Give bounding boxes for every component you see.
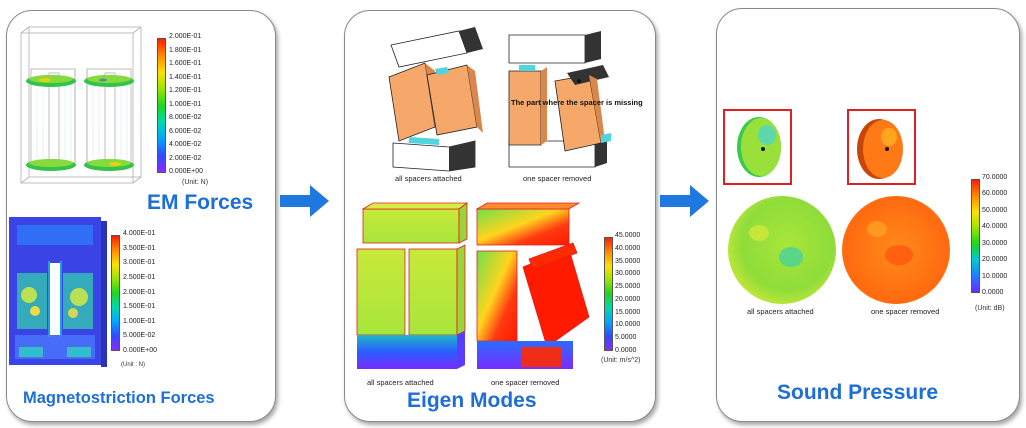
flow-arrow-1: [280, 185, 329, 217]
magnetostriction-color-bar: [111, 235, 120, 351]
scale-tick-label: 0.0000: [982, 288, 1004, 296]
sound-scale-ticks: 70.0000 60.0000 50.0000 40.0000 30.0000 20.00…: [982, 174, 1007, 296]
scale-tick-label: 45.0000: [615, 232, 641, 239]
sound-right-caption: one spacer removed: [871, 307, 940, 316]
em-force-color-bar: [157, 38, 166, 173]
scale-tick-label: 15.0000: [615, 308, 641, 316]
scale-tick-label: 25.0000: [615, 283, 641, 291]
sound-small-disc-all-spacers: [723, 109, 792, 185]
sound-color-bar: [971, 179, 980, 293]
scale-tick-label: 4.000E-02: [169, 141, 202, 148]
scale-tick-label: 20.0000: [615, 295, 641, 303]
scale-tick-label: 60.0000: [982, 190, 1008, 198]
magnetostriction-core-plot: [9, 217, 107, 367]
scale-tick-label: 3.000E-01: [123, 259, 156, 267]
scale-tick-label: 30.0000: [615, 270, 641, 278]
scale-tick-label: 1.000E-01: [169, 100, 202, 108]
scale-tick-label: 1.500E-01: [123, 303, 156, 311]
em-force-unit-label: (Unit: N): [182, 179, 209, 186]
eigen-top-right-caption: one spacer removed: [523, 174, 592, 183]
eigen-acceleration-all-spacers: [356, 202, 469, 369]
scale-tick-label: 1.200E-01: [169, 87, 202, 94]
eigen-acceleration-one-spacer-removed: [475, 202, 590, 369]
scale-tick-label: 0.000E+00: [169, 168, 204, 175]
sound-large-disc-one-spacer-removed: [842, 196, 950, 304]
em-forces-panel: 2.000E-01 1.800E-01 1.600E-01 1.400E-01 1.20…: [6, 10, 276, 422]
scale-tick-label: 0.000E+00: [123, 347, 158, 354]
scale-tick-label: 2.000E-01: [169, 33, 202, 40]
eigen-color-bar: [604, 237, 613, 351]
scale-tick-label: 40.0000: [982, 223, 1008, 231]
em-forces-title: EM Forces: [147, 191, 254, 214]
scale-tick-label: 6.000E-02: [169, 127, 202, 135]
eigen-top-left-caption: all spacers attached: [395, 174, 462, 183]
sound-large-disc-all-spacers: [728, 196, 836, 304]
sound-unit-label: (Unit: dB): [975, 305, 1005, 312]
scale-tick-label: 40.0000: [615, 244, 641, 252]
eigen-modes-title: Eigen Modes: [407, 389, 537, 412]
eigen-mode-shape-all-spacers: [388, 27, 483, 172]
scale-tick-label: 5.000E-02: [123, 332, 156, 340]
sound-small-disc-one-spacer-removed: [847, 109, 916, 185]
scale-tick-label: 10.0000: [615, 321, 641, 329]
eigen-mode-shape-one-spacer-removed: [508, 31, 611, 168]
em-force-scale-ticks: 2.000E-01 1.800E-01 1.600E-01 1.400E-01 1.20…: [169, 33, 203, 175]
scale-tick-label: 70.0000: [982, 174, 1008, 181]
scale-tick-label: 20.0000: [982, 256, 1008, 264]
scale-tick-label: 2.500E-01: [123, 273, 156, 281]
eigen-bottom-right-caption: one spacer removed: [491, 378, 560, 387]
scale-tick-label: 1.400E-01: [169, 73, 202, 81]
scale-tick-label: 10.0000: [982, 272, 1008, 280]
scale-tick-label: 1.000E-01: [123, 317, 156, 325]
sound-pressure-panel: all spacers attached one spacer removed …: [716, 8, 1020, 422]
scale-tick-label: 50.0000: [982, 206, 1008, 214]
eigen-scale-ticks: 45.0000 40.0000 35.0000 30.0000 25.0000 20.00…: [615, 232, 640, 354]
sound-left-caption: all spacers attached: [747, 307, 814, 316]
scale-tick-label: 1.600E-01: [169, 60, 202, 67]
scale-tick-label: 35.0000: [615, 257, 641, 265]
magnetostriction-unit-label: (Unit : N): [121, 362, 145, 368]
flow-arrow-2: [660, 185, 709, 217]
scale-tick-label: 4.000E-01: [123, 230, 156, 237]
scale-tick-label: 1.800E-01: [169, 46, 202, 54]
eigen-modes-panel: The part where the spacer is missing all…: [344, 10, 656, 422]
scale-tick-label: 2.000E-01: [123, 288, 156, 296]
scale-tick-label: 0.0000: [615, 346, 637, 354]
scale-tick-label: 30.0000: [982, 239, 1008, 247]
scale-tick-label: 2.000E-02: [169, 154, 202, 162]
scale-tick-label: 8.000E-02: [169, 114, 202, 121]
magnetostriction-scale-ticks: 4.000E-01 3.500E-01 3.000E-01 2.500E-01 2.00…: [123, 230, 157, 354]
em-force-wireframe: [20, 26, 142, 184]
scale-tick-label: 5.0000: [615, 334, 637, 342]
magnetostriction-forces-title: Magnetostriction Forces: [23, 389, 215, 407]
sound-pressure-title: Sound Pressure: [777, 381, 939, 404]
scale-tick-label: 3.500E-01: [123, 244, 156, 252]
eigen-bottom-left-caption: all spacers attached: [367, 378, 434, 387]
eigen-unit-label: (Unit: m/s^2): [601, 357, 641, 364]
missing-spacer-annotation: The part where the spacer is missing: [511, 98, 643, 107]
